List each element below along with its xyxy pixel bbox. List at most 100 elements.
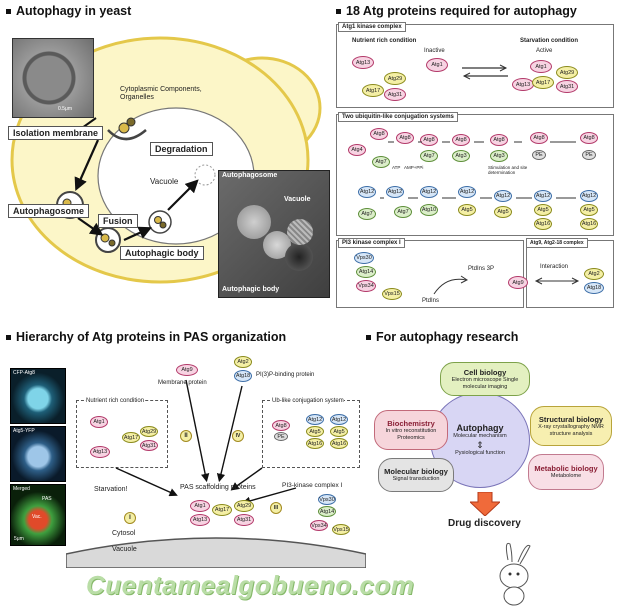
protein-atg12-1: Atg12 xyxy=(358,186,376,198)
label-fusion: Fusion xyxy=(98,214,138,228)
protein-atg12-3: Atg12 xyxy=(420,186,438,198)
protein-atg7-4: Atg7 xyxy=(394,206,412,218)
roman-II: II xyxy=(180,430,192,442)
vacuole-membrane xyxy=(66,537,366,568)
protein-atg8-1: Atg8 xyxy=(370,128,388,140)
protein-atg17-a: Atg17 xyxy=(362,84,384,97)
em-scale-bar: 0.5μm xyxy=(58,106,72,112)
label-interaction: Interaction xyxy=(540,264,569,270)
cloud-molecular: Molecular biology Signal transduction xyxy=(378,458,454,492)
protein-atg1-a: Atg1 xyxy=(426,58,448,72)
protein-atg13-c: Atg13 xyxy=(90,446,110,458)
protein-atg5-2: Atg5 xyxy=(494,206,512,218)
em-label-autophagosome: Autophagosome xyxy=(222,172,278,179)
label-starvation: Starvation condition xyxy=(520,38,579,44)
protein-vps30-a: Vps30 xyxy=(354,252,374,264)
protein-vps15-b: Vps15 xyxy=(332,524,350,535)
label-scale-micro: 5μm xyxy=(14,536,24,542)
protein-atg31-a: Atg31 xyxy=(384,88,406,101)
protein-atg5-1: Atg5 xyxy=(458,204,476,216)
em-label-autophagic-body: Autophagic body xyxy=(222,286,280,293)
label-pi3-kinase: PI3-kinase complex I xyxy=(282,482,343,489)
protein-atg31-d: Atg31 xyxy=(234,514,254,526)
protein-atg9-b: Atg9 xyxy=(176,364,198,376)
protein-atg7-1: Atg7 xyxy=(372,156,390,168)
cloud-biochemistry: Biochemistry In vitro reconstitution Pro… xyxy=(374,410,448,450)
label-merged: Merged xyxy=(13,486,30,492)
pe-2: PE xyxy=(582,150,596,160)
label-isolation-membrane: Isolation membrane xyxy=(8,126,104,140)
label-active: Active xyxy=(536,48,553,54)
protein-atg12-c: Atg12 xyxy=(330,414,348,425)
protein-vps34-b: Vps34 xyxy=(310,520,328,531)
protein-atg16-b: Atg16 xyxy=(306,438,324,449)
label-ptdins: PtdIns xyxy=(422,298,440,304)
label-pi3p-binding: PI(3)P-binding protein xyxy=(256,372,315,378)
label-inactive: Inactive xyxy=(424,48,445,54)
fluor-cfp xyxy=(10,368,66,424)
protein-atg9-a: Atg9 xyxy=(508,276,528,289)
label-cytoplasmic: Cytoplasmic Components, Organelles xyxy=(120,86,202,101)
pe-1: PE xyxy=(532,150,546,160)
em-image-isolation xyxy=(12,38,94,118)
protein-atg29-d: Atg29 xyxy=(234,500,254,512)
protein-atg10: Atg10 xyxy=(420,204,438,216)
section-title-atg: 18 Atg proteins required for autophagy xyxy=(336,4,577,18)
protein-vps15-a: Vps15 xyxy=(382,288,402,300)
protein-atg8-4: Atg8 xyxy=(452,134,470,146)
label-nutrient-rich: Nutrient rich condition xyxy=(352,38,417,44)
label-cfp: CFP-Atg8 xyxy=(13,370,35,376)
protein-atg17-b: Atg17 xyxy=(532,76,554,89)
protein-atg3-1: Atg3 xyxy=(452,150,470,162)
protein-atg18-a: Atg18 xyxy=(584,282,604,294)
protein-atg14-a: Atg14 xyxy=(356,266,376,278)
label-atp-1: ATP xyxy=(392,165,401,170)
label-vac-micro: Vac. xyxy=(32,514,42,520)
protein-atg17-d: Atg17 xyxy=(212,504,232,516)
hierarchy-arrows xyxy=(115,379,297,505)
label-amp-1: AMP+PPi xyxy=(404,165,424,170)
cloud-structural: Structural biology X-ray crystallography… xyxy=(530,406,612,446)
protein-atg5-c: Atg5 xyxy=(330,426,348,437)
fluor-merged xyxy=(10,484,66,546)
panel-title-atg9: Atg9, Atg2-18 complex xyxy=(526,238,588,248)
protein-atg12-b: Atg12 xyxy=(306,414,324,425)
roman-I: I xyxy=(124,512,136,524)
protein-atg8-3: Atg8 xyxy=(420,134,438,146)
protein-atg1-b: Atg1 xyxy=(530,60,552,73)
protein-atg5-3: Atg5 xyxy=(534,204,552,216)
protein-atg4: Atg4 xyxy=(348,144,366,156)
label-degradation: Degradation xyxy=(150,142,213,156)
label-ub-like: Ub-like conjugation system xyxy=(272,398,344,405)
label-yfp: Atg5-YFP xyxy=(13,428,35,434)
protein-atg8-b: Atg8 xyxy=(272,420,290,431)
drug-arrow-icon xyxy=(470,492,500,516)
panel-title-conjugation: Two ubiquitin-like conjugation systems xyxy=(338,112,458,122)
protein-atg1-c: Atg1 xyxy=(90,416,108,428)
pi3k-arrow xyxy=(433,275,468,295)
protein-atg8-6: Atg8 xyxy=(530,132,548,144)
section-title-research: For autophagy research xyxy=(366,330,518,344)
protein-atg12-5: Atg12 xyxy=(494,190,512,202)
protein-atg8-2: Atg8 xyxy=(396,132,414,144)
protein-atg8-5: Atg8 xyxy=(490,134,508,146)
roman-III: III xyxy=(270,502,282,514)
label-vacuole: Vacuole xyxy=(150,177,179,186)
cloud-cell-biology: Cell biology Electron microscope Single … xyxy=(440,362,530,396)
protein-atg5-4: Atg5 xyxy=(580,204,598,216)
protein-atg18-b: Atg18 xyxy=(234,370,252,382)
protein-atg3-2: Atg3 xyxy=(490,150,508,162)
label-starvation-2: Starvation! xyxy=(94,486,128,493)
label-cytosol: Cytosol xyxy=(112,530,136,537)
label-autophagosome: Autophagosome xyxy=(8,204,89,218)
protein-vps34-a: Vps34 xyxy=(356,280,376,292)
pe-3: PE xyxy=(274,432,288,441)
label-drug-discovery: Drug discovery xyxy=(448,518,521,529)
label-scaffolding: PAS scaffolding proteins xyxy=(180,484,256,491)
protein-atg14-b: Atg14 xyxy=(318,506,336,517)
protein-atg1-d: Atg1 xyxy=(190,500,210,512)
em-image-vacuole xyxy=(218,170,330,298)
em-label-vacuole: Vacuole xyxy=(284,196,311,203)
interaction-arrow xyxy=(534,277,580,285)
protein-atg13-b: Atg13 xyxy=(512,78,534,91)
